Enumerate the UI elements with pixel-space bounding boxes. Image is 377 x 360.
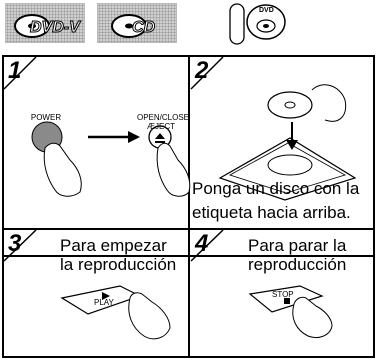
grid-horizontal-divider-2 xyxy=(2,255,375,257)
step-2-text-line1: Ponga un disco con la xyxy=(192,179,360,198)
step-4-number: 4 xyxy=(195,230,209,257)
power-button-label: POWER xyxy=(30,113,62,122)
eject-label: ÆJECT xyxy=(147,122,175,131)
step-3-number: 3 xyxy=(8,230,22,257)
grid-horizontal-divider-1 xyxy=(2,228,375,230)
step-1-illustration xyxy=(31,121,191,197)
step-4-text-line2: reproducción xyxy=(248,255,347,274)
dvd-video-logo-text: DVD-V xyxy=(30,19,81,37)
dvd-video-logo-icon xyxy=(14,14,50,38)
step-3-text-line2: la reproducción xyxy=(60,255,177,274)
play-button-label: PLAY xyxy=(94,298,114,307)
step-2-number: 2 xyxy=(195,57,209,84)
cd-logo-badge: CD xyxy=(97,3,177,43)
dvd-video-logo-badge: DVD-V xyxy=(5,3,85,43)
dvd-disc-label: DVD xyxy=(259,7,274,14)
open-close-label: OPEN/CLOSE xyxy=(137,113,190,122)
cd-logo-text: CD xyxy=(131,19,156,37)
stop-button-illustration xyxy=(248,285,333,339)
play-button-illustration xyxy=(60,285,171,340)
disc-tray-illustration xyxy=(218,84,357,201)
stop-button-label: STOP xyxy=(272,290,294,299)
step-1-number: 1 xyxy=(8,57,22,84)
cd-logo-icon xyxy=(111,14,147,38)
dvd-disc-in-hand-icon xyxy=(229,3,286,45)
step-4-text-line1: Para parar la xyxy=(248,236,347,255)
step-2-text-line2: etiqueta hacia arriba. xyxy=(192,203,351,222)
grid-vertical-divider xyxy=(188,55,190,358)
step-3-text-line1: Para empezar xyxy=(60,236,167,255)
